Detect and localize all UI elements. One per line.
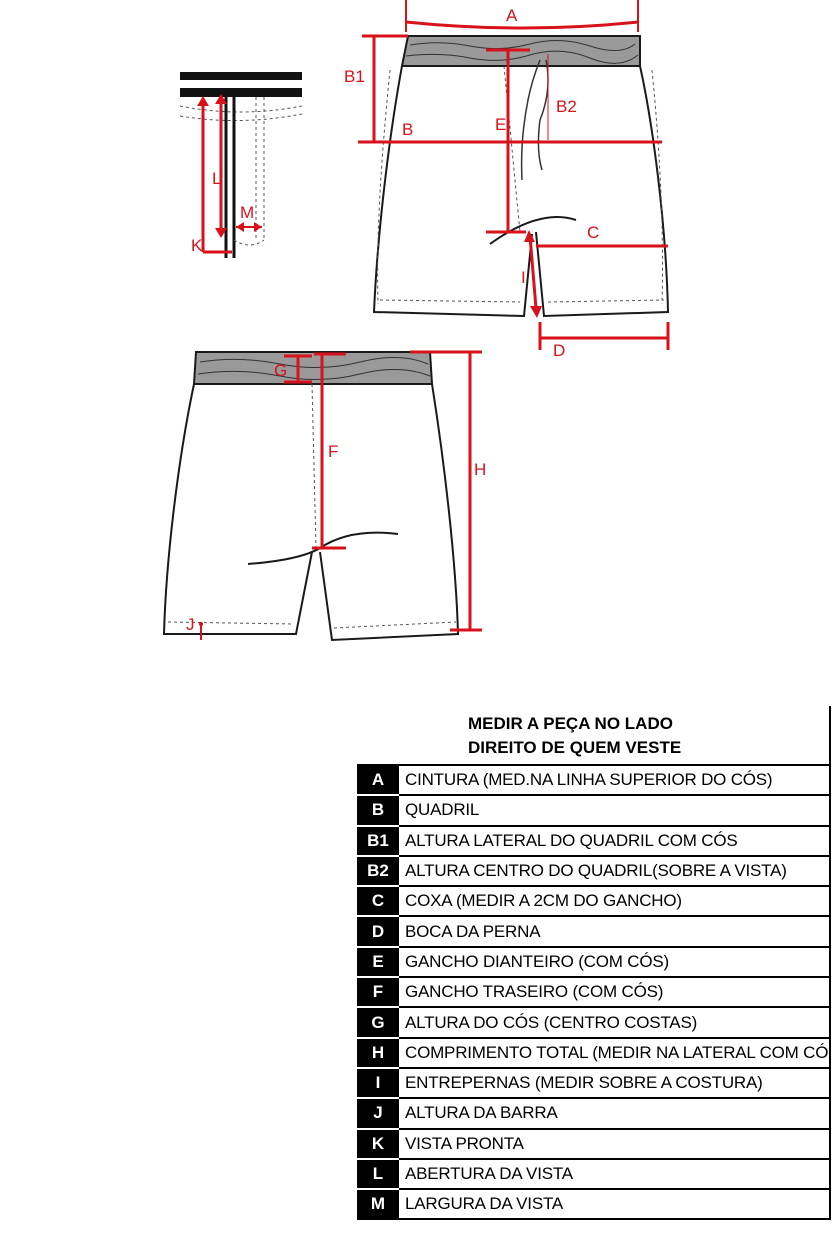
label-G: G	[274, 361, 287, 380]
row-code: B	[357, 795, 399, 827]
row-description: ABERTURA DA VISTA	[399, 1158, 831, 1191]
row-code: L	[357, 1158, 399, 1191]
row-description: ENTREPERNAS (MEDIR SOBRE A COSTURA)	[399, 1067, 831, 1100]
row-code: H	[357, 1037, 399, 1069]
row-description: VISTA PRONTA	[399, 1128, 831, 1160]
row-code: M	[357, 1189, 399, 1221]
label-L: L	[212, 169, 221, 188]
label-D: D	[553, 341, 565, 360]
table-title-line1: MEDIR A PEÇA NO LADO	[468, 714, 673, 733]
row-description: LARGURA DA VISTA	[399, 1189, 831, 1221]
row-description: ALTURA DO CÓS (CENTRO COSTAS)	[399, 1007, 831, 1039]
row-description: GANCHO DIANTEIRO (COM CÓS)	[399, 946, 831, 979]
fly-detail	[179, 72, 303, 258]
row-code: K	[357, 1128, 399, 1160]
row-description: ALTURA LATERAL DO QUADRIL COM CÓS	[399, 825, 831, 857]
row-description: COMPRIMENTO TOTAL (MEDIR NA LATERAL COM …	[399, 1037, 831, 1069]
row-code: J	[357, 1098, 399, 1130]
row-description: ALTURA DA BARRA	[399, 1098, 831, 1130]
technical-drawing: L K M	[162, 0, 670, 642]
label-A: A	[506, 6, 518, 25]
row-description: ALTURA CENTRO DO QUADRIL(SOBRE A VISTA)	[399, 855, 831, 888]
row-description: GANCHO TRASEIRO (COM CÓS)	[399, 977, 831, 1009]
row-code: A	[357, 763, 399, 797]
row-code: G	[357, 1007, 399, 1039]
row-description: QUADRIL	[399, 795, 831, 827]
label-B2: B2	[556, 97, 577, 116]
table-title-line2: DIREITO DE QUEM VESTE	[468, 738, 682, 757]
front-view	[358, 0, 670, 350]
row-code: D	[357, 916, 399, 948]
row-code: C	[357, 886, 399, 918]
row-code: F	[357, 977, 399, 1009]
row-code: I	[357, 1067, 399, 1100]
table-border	[829, 706, 831, 764]
label-J: J	[186, 615, 195, 634]
label-I: I	[521, 268, 526, 287]
label-H: H	[474, 460, 486, 479]
label-F: F	[328, 442, 338, 461]
back-view	[162, 350, 482, 642]
row-description: COXA (MEDIR A 2CM DO GANCHO)	[399, 886, 831, 918]
label-B: B	[402, 120, 413, 139]
row-code: B2	[357, 855, 399, 888]
label-B1: B1	[344, 67, 365, 86]
label-M: M	[240, 203, 254, 222]
label-E: E	[495, 115, 506, 134]
label-K: K	[191, 236, 203, 255]
row-code: B1	[357, 825, 399, 857]
table-title: MEDIR A PEÇA NO LADO DIREITO DE QUEM VES…	[468, 712, 808, 760]
row-description: CINTURA (MED.NA LINHA SUPERIOR DO CÓS)	[399, 763, 831, 797]
row-code: E	[357, 946, 399, 979]
label-C: C	[587, 223, 599, 242]
row-description: BOCA DA PERNA	[399, 916, 831, 948]
